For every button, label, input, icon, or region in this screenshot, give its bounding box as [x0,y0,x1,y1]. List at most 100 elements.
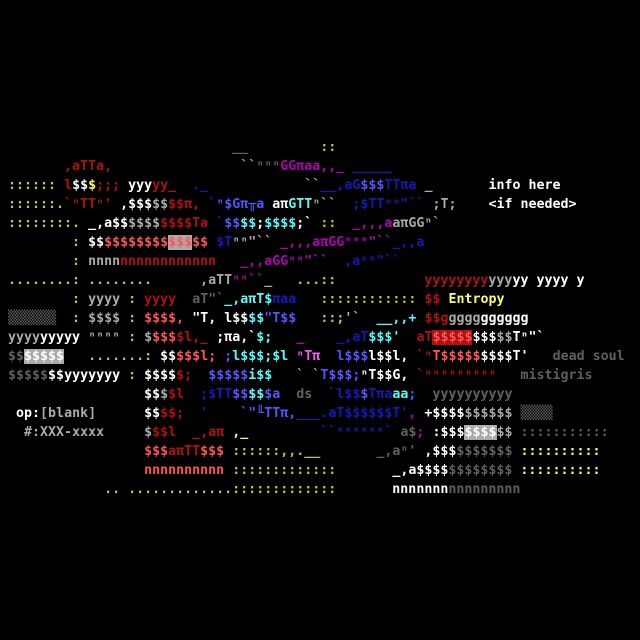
art-row: : yyyy : yyyy aT"`_,aπT$πaa ::::::::::::… [0,290,625,309]
art-glyphs: ⁿⁿⁿⁿ [88,330,121,345]
art-glyphs: $$$$ [88,311,121,326]
art-glyphs [416,387,432,402]
art-glyphs: `ⁿⁿⁿⁿⁿⁿⁿⁿⁿ [416,368,497,383]
art-glyphs: aT"` [192,292,225,307]
art-glyphs [208,178,304,193]
art-glyphs [80,235,88,250]
art-row: ::::::::. _,a$$$$$$$$$$Ta `$$$$;$$$$;` :… [0,214,625,233]
art-glyphs [320,444,376,459]
art-glyphs [176,292,192,307]
art-glyphs: nnnn [88,254,121,269]
art-glyphs: : [120,330,137,345]
art-glyphs: $ [160,387,169,402]
art-glyphs: ::::::::. [0,216,89,231]
art-glyphs: ,aTT [200,273,233,288]
art-glyphs: `l$$ [328,387,361,402]
art-glyphs: $$$ [360,178,385,193]
art-glyphs: T$$$; [320,368,361,383]
art-glyphs: $$$$$ [0,368,49,383]
art-glyphs: ;` [296,216,313,231]
art-glyphs: yy yyyy y [512,273,585,288]
art-glyphs: $$ [72,178,89,193]
art-glyphs [312,387,328,402]
art-glyphs: ,aⁿⁿ"`` [344,254,401,269]
art-glyphs: l$$$;$l [232,349,289,364]
art-glyphs: $ [88,178,97,193]
art-glyphs: ⁿⁿ"`` [232,235,273,250]
art-glyphs: l$$l, [368,349,409,364]
art-glyphs: $$$ [152,330,177,345]
art-glyphs: ::::::::::::: [232,463,337,478]
text-label: op: [16,406,41,421]
art-glyphs [136,292,144,307]
art-glyphs: :::::::::: [520,463,601,478]
art-glyphs: :$$$ [432,425,465,440]
art-glyphs [112,159,240,174]
art-glyphs [0,387,144,402]
art-glyphs: ; [408,387,417,402]
art-glyphs [272,330,296,345]
art-glyphs [496,368,520,383]
art-glyphs: ▒▒▒▒▒▒ [0,311,57,326]
art-glyphs [136,311,144,326]
art-glyphs: $$ [48,368,65,383]
art-glyphs: $ [144,425,153,440]
art-row: #:XXX-xxxx $$$l _,aπ ,_ ``ⁿⁿⁿⁿⁿⁿ` a$; :$… [0,423,625,442]
art-glyphs: nnnnnnnnn [448,482,521,497]
text-label: [blank] [40,406,97,421]
art-glyphs: yyyyyyyyyy [432,387,513,402]
art-row: $$$aπTT$$$ ::::::,,.__ _,aⁿ' ,$$$$$$$$$$… [0,442,625,461]
art-glyphs: $$$$, [144,311,185,326]
art-glyphs: ___ [296,406,321,421]
art-glyphs: ,_ [232,425,249,440]
art-row: : nnnnnnnnnnnnnnnn _,,aGGⁿⁿ"`` ,aⁿⁿ"`` [0,252,625,271]
art-glyphs: $$$$Ta [160,216,209,231]
art-glyphs: $$$$$$$ [456,444,513,459]
art-glyphs [136,368,144,383]
art-glyphs: _,a$$ [88,216,129,231]
art-glyphs: ::::::::::: [520,425,609,440]
art-glyphs [280,387,296,402]
art-glyphs [184,406,200,421]
art-glyphs: $$ [248,311,265,326]
art-glyphs: a$ [400,425,417,440]
art-glyphs: $l,_ [176,330,209,345]
art-glyphs: ' [200,406,209,421]
art-glyphs: $$ [496,330,513,345]
art-glyphs: $$ [144,387,161,402]
art-glyphs: $$$$ [128,216,161,231]
art-row: :::::: l$$$;;; yyyyy_ ._ ``__,aG$$$TTπa … [0,176,625,195]
art-glyphs: ` ` [296,368,321,383]
art-glyphs [80,292,88,307]
art-glyphs: _,a$$$$ [392,463,449,478]
art-glyphs: _____ [352,159,393,174]
ansi-art: __ :: ,aTTa, ``ⁿⁿⁿGGπaa,,_ _____ :::::: … [0,138,625,499]
art-glyphs: l$$$ [336,349,369,364]
art-glyphs: $$$ [472,330,497,345]
art-glyphs: ⁿⁿⁿ [256,159,281,174]
art-glyphs: : [0,254,81,269]
art-glyphs: GTT [288,197,313,212]
art-glyphs: $$$$$ [208,368,249,383]
art-glyphs: ::::::. [0,197,65,212]
art-glyphs: yyy [128,178,153,193]
art-glyphs: ,$$$ [424,444,457,459]
art-glyphs: ;$TTⁿⁿ"`` [352,197,425,212]
art-row: ▒▒▒▒▒▒ : $$$$ : $$$$, "T, l$$$$"T$$ ::;'… [0,309,625,328]
art-glyphs: ``ⁿⁿⁿⁿⁿⁿ` [320,425,393,440]
art-glyphs: $$ [232,387,249,402]
art-glyphs: ::::::,,.__ [232,444,321,459]
art-glyphs: aπTT [168,444,201,459]
art-glyphs [120,178,128,193]
art-glyphs [80,311,88,326]
art-glyphs [336,197,352,212]
art-glyphs: ⁿ`` [312,197,337,212]
art-glyphs: _,aT [336,330,369,345]
art-glyphs: $$$$$$$$ [448,463,513,478]
art-glyphs: ` [216,216,225,231]
art-row: yyyyyyyyy ⁿⁿⁿⁿ : $$$$$l,_ ;πa,`$; _ _,aT… [0,328,625,347]
art-glyphs: $; [256,330,273,345]
art-glyphs [456,197,488,212]
art-glyphs: $ [144,330,153,345]
art-glyphs: $$ [496,425,513,440]
